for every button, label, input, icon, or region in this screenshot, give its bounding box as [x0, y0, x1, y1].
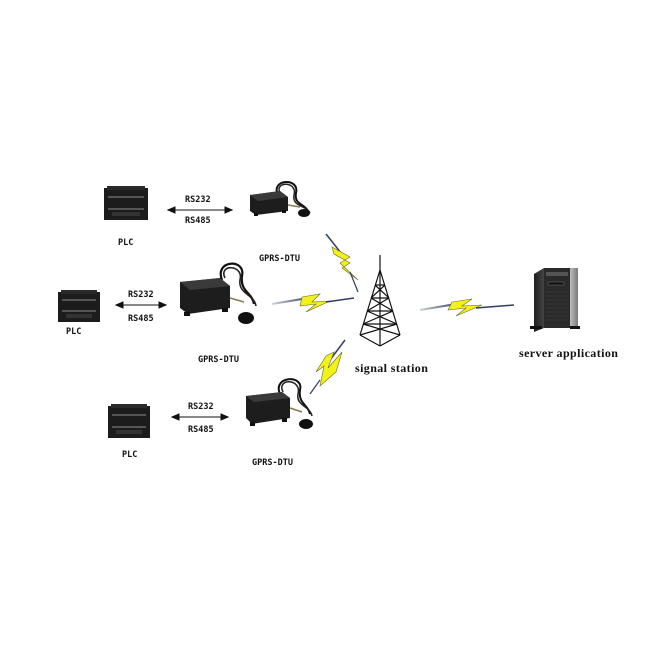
signal-station-label: signal station [355, 361, 429, 375]
dtu-label-2: GPRS-DTU [198, 355, 239, 365]
gprs-dtu-device-1 [250, 180, 311, 217]
dtu-label-3: GPRS-DTU [252, 458, 293, 468]
serial-label-rs232-3: RS232 [188, 402, 214, 412]
server-application-label: server application [519, 346, 619, 360]
serial-label-rs485-2: RS485 [128, 314, 154, 324]
wireless-signal-bolt-4 [419, 298, 515, 317]
serial-link-arrow-1 [166, 206, 234, 214]
serial-link-arrow-3 [170, 413, 230, 421]
plc-device-3 [108, 404, 150, 438]
plc-label-1: PLC [118, 238, 134, 248]
serial-label-rs232-1: RS232 [185, 195, 211, 205]
wireless-signal-bolt-1 [325, 233, 359, 293]
serial-label-rs232-2: RS232 [128, 290, 154, 300]
dtu-label-1: GPRS-DTU [259, 254, 300, 264]
signal-tower-icon [359, 255, 401, 347]
wireless-signal-bolt-2 [271, 293, 355, 313]
plc-label-3: PLC [122, 450, 138, 460]
gprs-dtu-device-2 [180, 262, 257, 324]
gprs-dtu-device-3 [246, 378, 313, 429]
plc-device-2 [58, 290, 100, 322]
wireless-signal-bolt-3 [309, 339, 346, 395]
serial-label-rs485-1: RS485 [185, 216, 211, 226]
serial-label-rs485-3: RS485 [188, 425, 214, 435]
plc-label-2: PLC [66, 327, 82, 337]
plc-device-1 [104, 186, 148, 220]
server-tower-icon [530, 268, 580, 332]
serial-link-arrow-2 [114, 301, 168, 309]
